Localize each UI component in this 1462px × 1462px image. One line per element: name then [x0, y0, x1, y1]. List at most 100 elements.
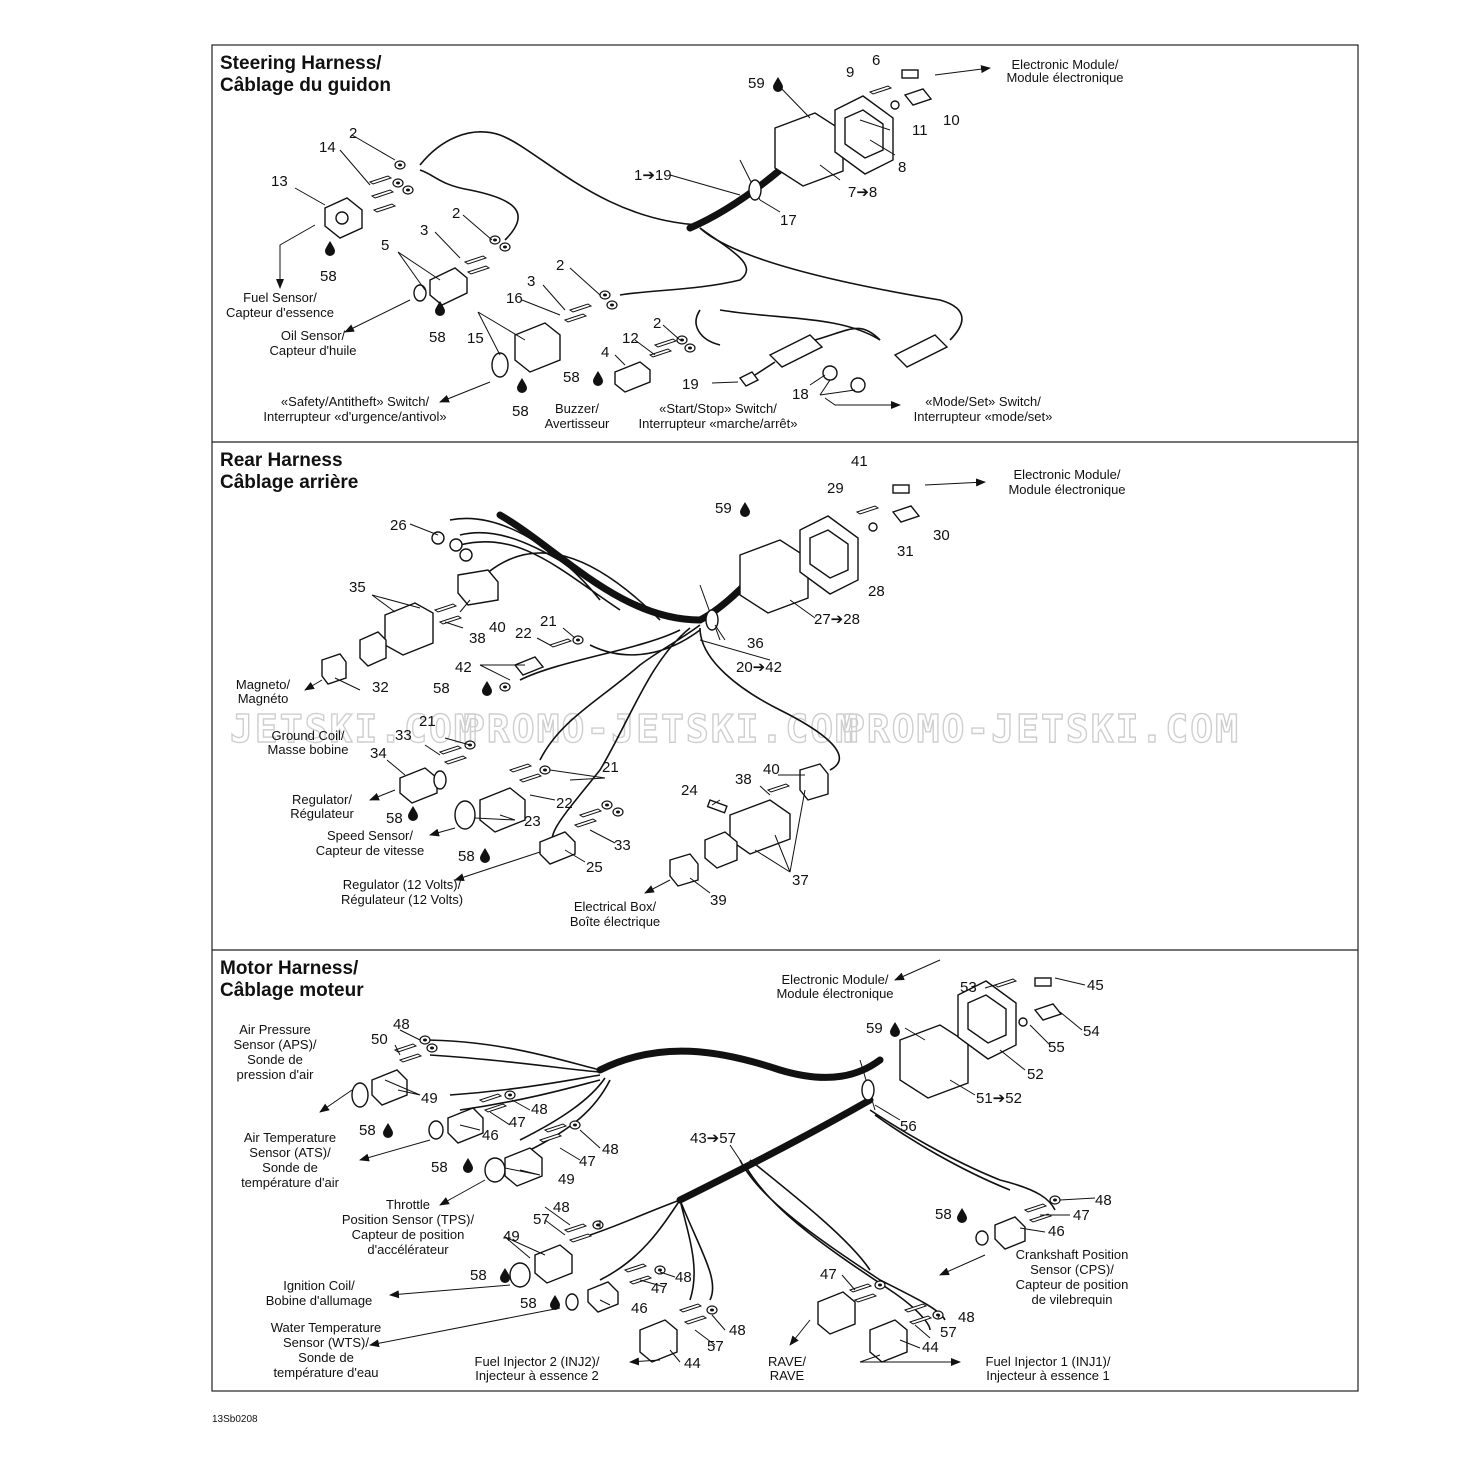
motor-pin-47a	[479, 1093, 502, 1103]
rear-num-28: 28	[868, 583, 885, 600]
rear-num-33b: 33	[614, 837, 631, 854]
rear-num-25: 25	[586, 859, 603, 876]
rear-seal-21d	[601, 800, 613, 810]
steering-num-15: 15	[467, 330, 484, 347]
motor-pin-47c	[539, 1133, 562, 1143]
rear-num-42: 42	[455, 659, 472, 676]
steering-pin-12b	[654, 338, 677, 348]
ats-label-3: Sonde de	[262, 1160, 318, 1175]
motor-num-59: 59	[866, 1020, 883, 1037]
watermark-mid: PROMO-JETSKI.COM	[462, 707, 860, 751]
oil-sensor-arrow	[344, 299, 411, 333]
rear-num-41: 41	[851, 453, 868, 470]
motor-num-47a: 47	[509, 1114, 526, 1131]
motor-em-label-2: Module électronique	[776, 986, 893, 1001]
motor-num-47c: 47	[651, 1280, 668, 1297]
steering-seal-2b	[392, 178, 404, 188]
rear-num-36: 36	[747, 635, 764, 652]
motor-num-58c: 58	[470, 1267, 487, 1284]
motor-num-55: 55	[1048, 1039, 1065, 1056]
speed-sensor-connector	[479, 787, 526, 833]
inj2-connector	[639, 1319, 678, 1363]
steering-leaders	[294, 84, 896, 386]
motor-grease-58e	[957, 1208, 967, 1223]
safety-switch-leader	[477, 311, 526, 356]
buzzer-label-2: Avertisseur	[545, 416, 610, 431]
rave-label-1: RAVE/	[768, 1354, 806, 1369]
motor-num-54: 54	[1083, 1023, 1100, 1040]
motor-num-58d: 58	[520, 1295, 537, 1312]
tps-seal	[484, 1157, 506, 1183]
oil-sensor-seal	[413, 284, 427, 302]
cps-label-4: de vilebrequin	[1032, 1292, 1113, 1307]
mode-set-arrow	[824, 397, 901, 409]
rear-pin-22c	[519, 773, 542, 783]
steering-pin-14a	[369, 175, 392, 185]
steering-em-label-1: Electronic Module/	[1012, 57, 1119, 72]
motor-em-connector	[899, 1024, 969, 1099]
aps-label-2: Sensor (APS)/	[233, 1037, 316, 1052]
rear-pin-38b	[439, 615, 462, 625]
rear-wires-upper	[449, 517, 661, 621]
ebox-connector-37	[729, 799, 791, 855]
motor-num-48b: 48	[531, 1101, 548, 1118]
steering-num-2a: 2	[349, 125, 357, 142]
steering-num-17: 17	[780, 212, 797, 229]
rear-em-label-2: Module électronique	[1008, 482, 1125, 497]
regulator-label-2: Régulateur	[290, 806, 354, 821]
motor-num-47b: 47	[579, 1153, 596, 1170]
safety-switch-cap	[491, 352, 509, 378]
rear-em-seal-inner	[809, 529, 849, 579]
steering-pin-14c	[373, 203, 396, 213]
rear-num-32: 32	[372, 679, 389, 696]
motor-pin-47h	[854, 1293, 877, 1303]
rear-num-31: 31	[897, 543, 914, 560]
motor-em-seal-inner	[967, 994, 1007, 1044]
rear-pin-33c	[574, 818, 597, 828]
motor-grease-58d	[550, 1295, 560, 1310]
rave-connector	[817, 1291, 856, 1335]
rear-pin-22	[549, 638, 572, 648]
motor-seal-48c	[504, 1090, 516, 1100]
ignition-seal	[509, 1262, 531, 1288]
steering-num-58b: 58	[429, 329, 446, 346]
motor-seal-48a	[419, 1035, 431, 1045]
magneto-connector	[321, 653, 347, 685]
oil-sensor-label-1: Oil Sensor/	[281, 328, 346, 343]
motor-terminal-45	[1034, 977, 1052, 987]
rear-terminal-41	[892, 484, 910, 494]
oil-sensor-connector	[429, 267, 468, 306]
ebox-connector-40b	[799, 763, 829, 801]
rear-num-21a: 21	[540, 613, 557, 630]
motor-num-48d: 48	[553, 1199, 570, 1216]
rear-num-21b: 21	[419, 713, 436, 730]
rear-leaders	[334, 523, 816, 894]
motor-num-53: 53	[960, 979, 977, 996]
steering-num-1to19: 1➔19	[634, 167, 672, 184]
motor-title-line1: Motor Harness/	[220, 958, 359, 979]
wts-label-1: Water Temperature	[271, 1320, 382, 1335]
ground-coil-label-2: Masse bobine	[268, 742, 349, 757]
motor-num-56: 56	[900, 1118, 917, 1135]
steering-seal-2f	[599, 290, 611, 300]
steering-wire-4	[699, 227, 963, 341]
steering-em-arrow	[934, 65, 991, 76]
steering-wire-3	[619, 227, 748, 296]
motor-pin-50b	[399, 1053, 422, 1063]
rear-connector-35	[384, 602, 434, 656]
safety-switch-label-1: «Safety/Antitheft» Switch/	[281, 394, 430, 409]
rear-num-23: 23	[524, 813, 541, 830]
rear-num-39: 39	[710, 892, 727, 909]
steering-num-9: 9	[846, 64, 854, 81]
rear-harness-panel: Rear Harness Câblage arrière	[220, 450, 1126, 929]
mode-set-leader	[819, 379, 856, 396]
rear-num-37: 37	[792, 872, 809, 889]
safety-switch-arrow	[439, 381, 491, 403]
motor-bundle-lower	[676, 1096, 874, 1204]
steering-num-7to8: 7➔8	[848, 184, 877, 201]
steering-num-10: 10	[943, 112, 960, 129]
rave-label-2: RAVE	[770, 1368, 805, 1383]
safety-switch-connector	[514, 322, 561, 373]
rear-title-line1: Rear Harness	[220, 450, 343, 471]
start-stop-wire	[754, 327, 881, 376]
